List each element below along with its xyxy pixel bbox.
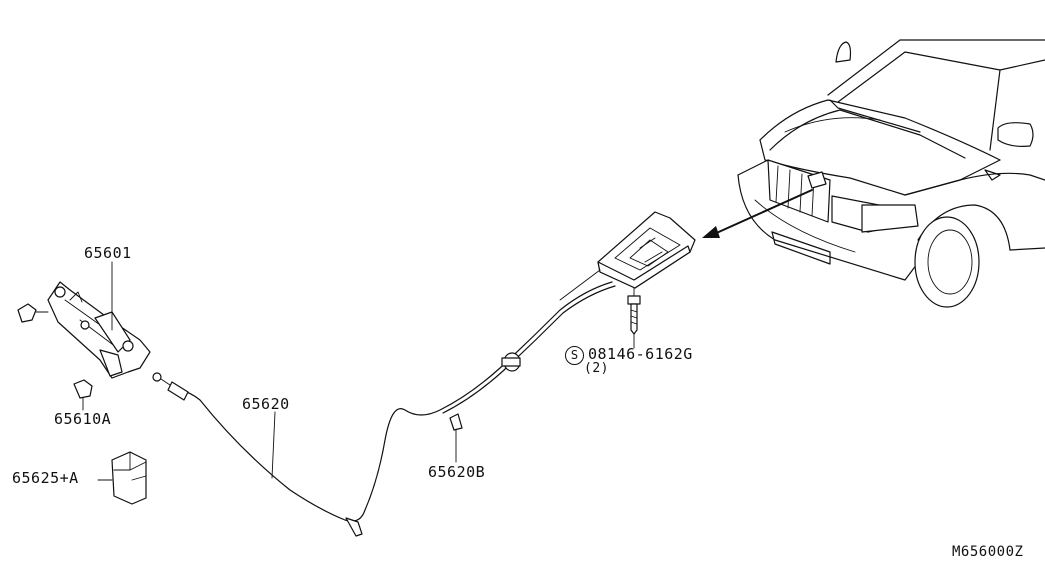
part-label-08146-6162G: 08146-6162G	[588, 345, 693, 363]
diagram-reference-code: M656000Z	[952, 544, 1024, 560]
hood-release-handle-assembly	[559, 211, 696, 349]
cable-clip-65620B	[449, 413, 463, 463]
clip-65625A	[97, 451, 147, 505]
part-label-65610A: 65610A	[54, 410, 112, 428]
hood-lock-assembly	[17, 261, 151, 411]
vehicle-front-illustration	[702, 39, 1045, 308]
part-quantity-label: (2)	[584, 361, 609, 376]
part-label-65601: 65601	[84, 244, 132, 262]
hood-release-cable	[152, 281, 616, 537]
part-label-65620: 65620	[242, 395, 290, 413]
part-label-65625A: 65625+A	[12, 469, 79, 487]
part-label-65620B: 65620B	[428, 463, 486, 481]
standard-part-symbol: S	[565, 346, 584, 365]
